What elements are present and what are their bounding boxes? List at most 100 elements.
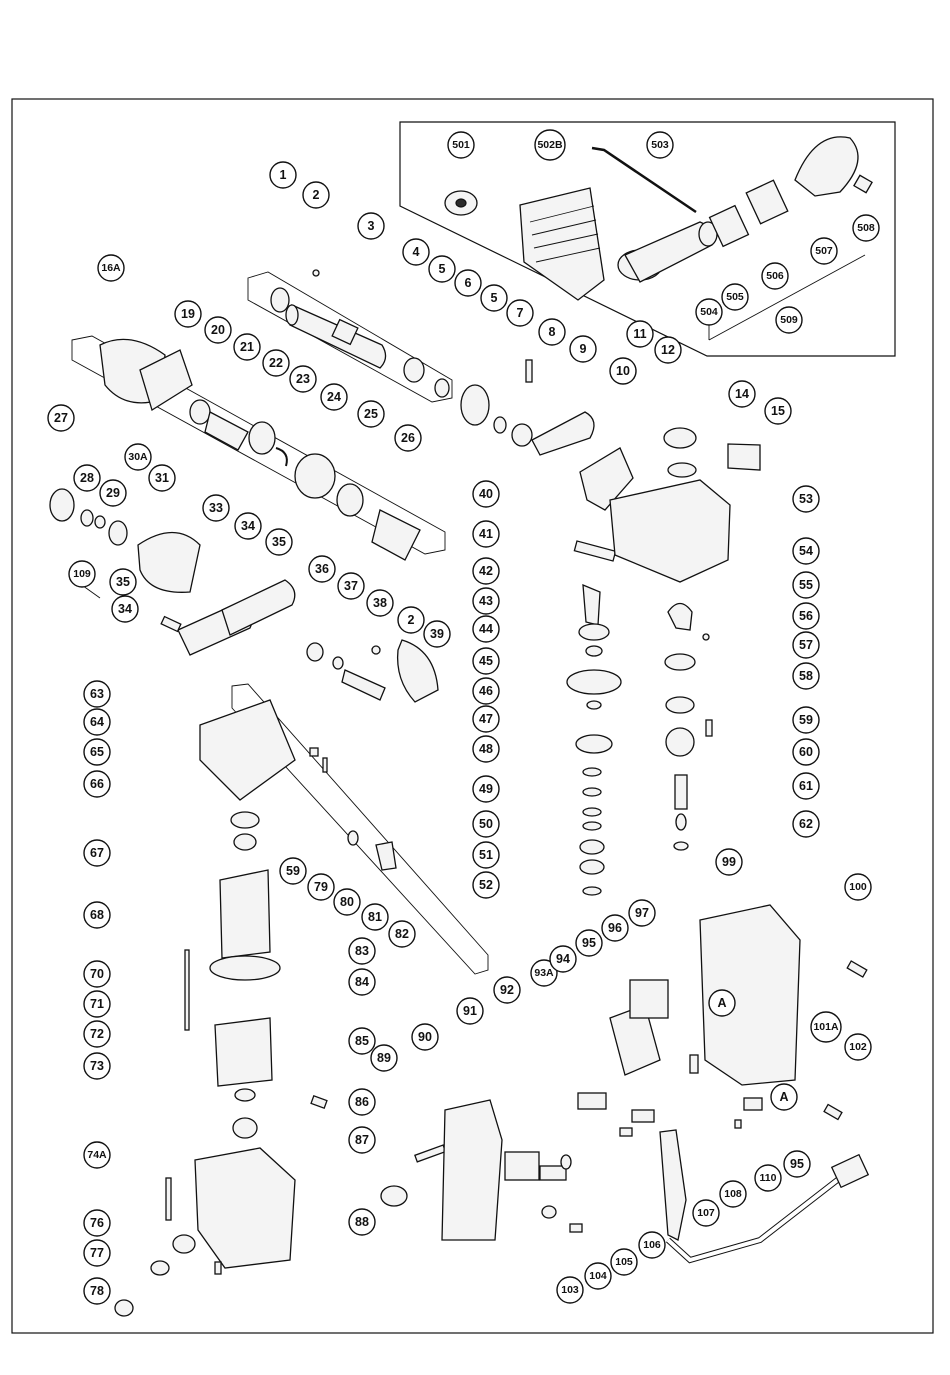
part-label-text: 34 — [241, 519, 255, 533]
part-label-text: 11 — [633, 327, 646, 341]
part-label-107: 107 — [692, 1199, 720, 1227]
part-label-text: 35 — [116, 575, 130, 589]
part-label-text: 66 — [90, 777, 104, 791]
accessory-parts — [444, 136, 873, 341]
part-label-74A: 74A — [83, 1141, 111, 1169]
part-label-15: 15 — [764, 397, 792, 425]
part-label-text: 107 — [697, 1207, 715, 1219]
part-label-text: 12 — [661, 343, 675, 357]
part-label-21: 21 — [233, 333, 261, 361]
part-label-text: 37 — [344, 579, 358, 593]
part-label-25: 25 — [357, 400, 385, 428]
part-label-text: 72 — [90, 1027, 104, 1041]
part-label-text: 27 — [54, 411, 68, 425]
part-label-61: 61 — [792, 772, 820, 800]
part-label-text: 83 — [355, 944, 369, 958]
part-label-text: 2 — [408, 613, 415, 627]
part-label-95b: 95 — [783, 1150, 811, 1178]
part-label-91: 91 — [456, 997, 484, 1025]
part-label-text: 6 — [465, 276, 472, 290]
part-label-text: 49 — [479, 782, 493, 796]
part-label-44: 44 — [472, 615, 500, 643]
part-label-text: 501 — [452, 139, 470, 151]
part-label-20: 20 — [204, 316, 232, 344]
part-label-text: 77 — [90, 1246, 104, 1260]
part-label-22: 22 — [262, 349, 290, 377]
part-label-text: 28 — [80, 471, 94, 485]
handle-switch-parts — [380, 904, 870, 1264]
part-label-text: 504 — [700, 306, 718, 318]
part-label-text: 36 — [315, 562, 329, 576]
part-label-71: 71 — [83, 990, 111, 1018]
part-label-82: 82 — [388, 920, 416, 948]
part-label-text: 8 — [549, 325, 556, 339]
part-label-505: 505 — [721, 283, 749, 311]
part-label-51: 51 — [472, 841, 500, 869]
part-label-text: 47 — [479, 712, 493, 726]
part-label-47: 47 — [472, 705, 500, 733]
part-label-16A: 16A — [97, 254, 125, 282]
part-label-73: 73 — [83, 1052, 111, 1080]
part-label-text: 56 — [799, 609, 813, 623]
part-label-text: 14 — [735, 387, 749, 401]
part-label-41: 41 — [472, 520, 500, 548]
part-label-87: 87 — [348, 1126, 376, 1154]
part-label-text: 91 — [463, 1004, 477, 1018]
part-label-text: 507 — [815, 245, 833, 257]
part-label-text: 67 — [90, 846, 104, 860]
part-label-11: 11 — [626, 320, 654, 348]
part-label-text: 65 — [90, 745, 104, 759]
part-label-2a: 2 — [302, 181, 330, 209]
part-label-509: 509 — [775, 306, 803, 334]
part-label-text: 59 — [799, 713, 813, 727]
part-label-text: 109 — [73, 568, 91, 580]
part-label-text: 34 — [118, 602, 132, 616]
part-label-text: 95 — [582, 936, 596, 950]
part-label-38: 38 — [366, 589, 394, 617]
part-label-text: 41 — [479, 527, 493, 541]
part-label-36: 36 — [308, 555, 336, 583]
part-label-77: 77 — [83, 1239, 111, 1267]
part-label-3: 3 — [357, 212, 385, 240]
tool-holder-assembly — [247, 269, 634, 511]
part-label-96: 96 — [601, 914, 629, 942]
part-label-text: 103 — [561, 1284, 579, 1296]
part-label-8: 8 — [538, 318, 566, 346]
part-label-31: 31 — [148, 464, 176, 492]
part-label-text: 15 — [771, 404, 785, 418]
part-label-88: 88 — [348, 1208, 376, 1236]
part-label-106: 106 — [638, 1231, 666, 1259]
part-label-40: 40 — [472, 480, 500, 508]
part-label-19: 19 — [174, 300, 202, 328]
part-label-text: 19 — [181, 307, 195, 321]
part-label-text: 110 — [760, 1172, 777, 1184]
part-label-78: 78 — [83, 1277, 111, 1305]
part-label-83: 83 — [348, 937, 376, 965]
part-label-text: 84 — [355, 975, 369, 989]
part-label-14: 14 — [728, 380, 756, 408]
part-label-507: 507 — [810, 237, 838, 265]
part-label-text: 70 — [90, 967, 104, 981]
part-label-50: 50 — [472, 810, 500, 838]
part-label-text: 52 — [479, 878, 493, 892]
part-label-text: 50 — [479, 817, 493, 831]
part-label-94: 94 — [549, 945, 577, 973]
part-label-6: 6 — [454, 269, 482, 297]
part-label-text: 93A — [534, 967, 554, 979]
part-label-text: 79 — [314, 880, 328, 894]
part-label-54: 54 — [792, 537, 820, 565]
part-label-1: 1 — [269, 161, 297, 189]
part-label-4: 4 — [402, 238, 430, 266]
part-label-103: 103 — [556, 1276, 584, 1304]
part-label-34a: 34 — [234, 512, 262, 540]
part-label-49: 49 — [472, 775, 500, 803]
part-label-text: 99 — [722, 855, 736, 869]
part-label-76: 76 — [83, 1209, 111, 1237]
part-label-501: 501 — [447, 131, 475, 159]
part-label-27: 27 — [47, 404, 75, 432]
part-label-text: 96 — [608, 921, 622, 935]
part-label-text: 25 — [364, 407, 378, 421]
part-label-508: 508 — [852, 214, 880, 242]
part-label-90: 90 — [411, 1023, 439, 1051]
